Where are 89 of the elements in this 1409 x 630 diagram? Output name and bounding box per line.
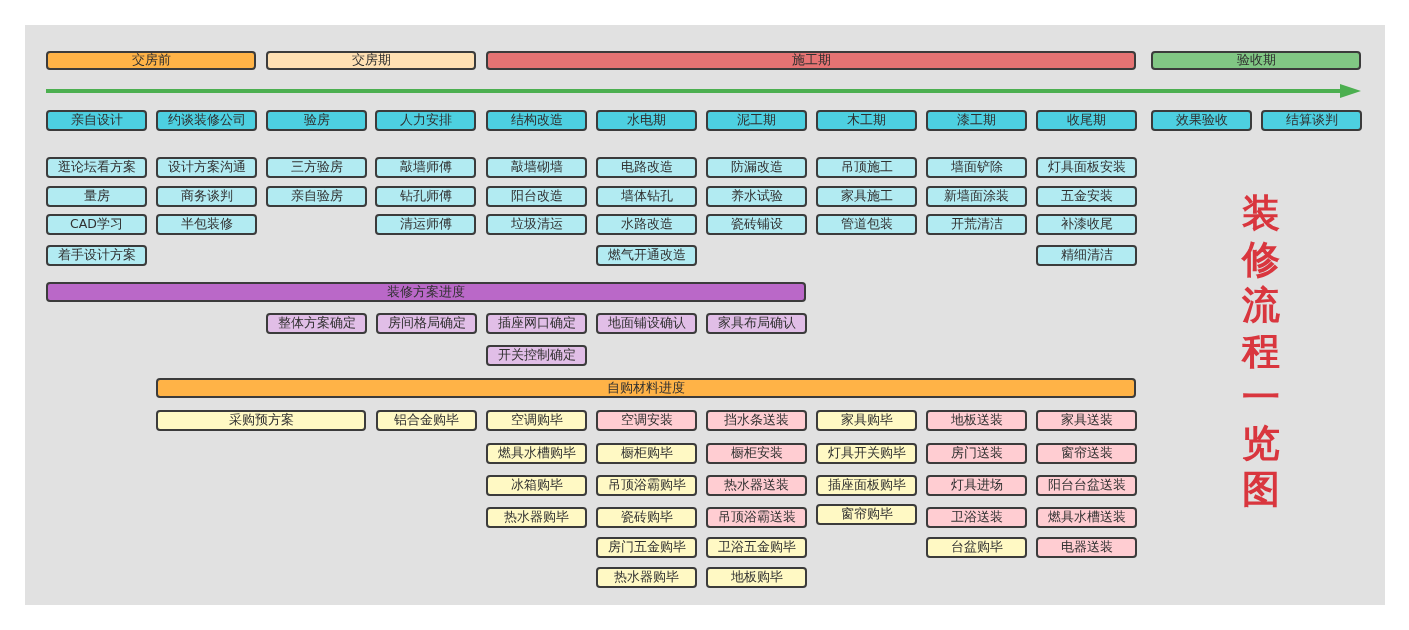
stage-box: 水电期 (596, 110, 697, 131)
stage-box: 泥工期 (706, 110, 807, 131)
delivery-box: 灯具进场 (926, 475, 1027, 496)
delivery-box: 橱柜安装 (706, 443, 807, 464)
delivery-box: 热水器送装 (706, 475, 807, 496)
delivery-box: 空调安装 (596, 410, 697, 431)
decision-box: 家具布局确认 (706, 313, 807, 334)
decision-box: 地面铺设确认 (596, 313, 697, 334)
task-box: 逛论坛看方案 (46, 157, 147, 178)
stage-box: 结构改造 (486, 110, 587, 131)
task-box: 家具施工 (816, 186, 917, 207)
phase-bar: 施工期 (486, 51, 1136, 70)
task-box: 亲自验房 (266, 186, 367, 207)
delivery-box: 燃具水槽送装 (1036, 507, 1137, 528)
phase-bar: 验收期 (1151, 51, 1361, 70)
task-box: 着手设计方案 (46, 245, 147, 266)
task-box: 精细清洁 (1036, 245, 1137, 266)
purchase-box: 台盆购毕 (926, 537, 1027, 558)
task-box: 钻孔师傅 (375, 186, 476, 207)
purchase-box: 吊顶浴霸购毕 (596, 475, 697, 496)
task-box: 量房 (46, 186, 147, 207)
purchase-box: 铝合金购毕 (376, 410, 477, 431)
task-box: 灯具面板安装 (1036, 157, 1137, 178)
delivery-box: 家具送装 (1036, 410, 1137, 431)
task-box: 半包装修 (156, 214, 257, 235)
task-box: 敲墙砌墙 (486, 157, 587, 178)
purchase-box: 地板购毕 (706, 567, 807, 588)
decision-box: 插座网口确定 (486, 313, 587, 334)
stage-box: 结算谈判 (1261, 110, 1362, 131)
stage-box: 亲自设计 (46, 110, 147, 131)
decision-box: 房间格局确定 (376, 313, 477, 334)
title: 装修流程一览图 (1240, 190, 1281, 512)
task-box: 墙面铲除 (926, 157, 1027, 178)
progress-bar: 装修方案进度 (46, 282, 806, 302)
purchase-box: 瓷砖购毕 (596, 507, 697, 528)
decision-box: 开关控制确定 (486, 345, 587, 366)
delivery-box: 卫浴送装 (926, 507, 1027, 528)
stage-box: 约谈装修公司 (156, 110, 257, 131)
task-box: CAD学习 (46, 214, 147, 235)
purchase-box: 冰箱购毕 (486, 475, 587, 496)
purchase-box: 热水器购毕 (486, 507, 587, 528)
task-box: 燃气开通改造 (596, 245, 697, 266)
delivery-box: 地板送装 (926, 410, 1027, 431)
phase-bar: 交房期 (266, 51, 476, 70)
decision-box: 整体方案确定 (266, 313, 367, 334)
stage-box: 效果验收 (1151, 110, 1252, 131)
purchase-box: 灯具开关购毕 (816, 443, 917, 464)
stage-box: 验房 (266, 110, 367, 131)
purchase-box: 房门五金购毕 (596, 537, 697, 558)
task-box: 清运师傅 (375, 214, 476, 235)
task-box: 垃圾清运 (486, 214, 587, 235)
task-box: 墙体钻孔 (596, 186, 697, 207)
task-box: 三方验房 (266, 157, 367, 178)
purchase-box: 热水器购毕 (596, 567, 697, 588)
task-box: 设计方案沟通 (156, 157, 257, 178)
purchase-box: 窗帘购毕 (816, 504, 917, 525)
stage-box: 收尾期 (1036, 110, 1137, 131)
phase-bar: 交房前 (46, 51, 256, 70)
delivery-box: 吊顶浴霸送装 (706, 507, 807, 528)
task-box: 商务谈判 (156, 186, 257, 207)
task-box: 阳台改造 (486, 186, 587, 207)
purchase-box: 插座面板购毕 (816, 475, 917, 496)
task-box: 防漏改造 (706, 157, 807, 178)
purchase-box: 家具购毕 (816, 410, 917, 431)
purchase-box: 燃具水槽购毕 (486, 443, 587, 464)
task-box: 管道包装 (816, 214, 917, 235)
stage-box: 木工期 (816, 110, 917, 131)
task-box: 开荒清洁 (926, 214, 1027, 235)
purchase-box: 卫浴五金购毕 (706, 537, 807, 558)
delivery-box: 阳台台盆送装 (1036, 475, 1137, 496)
task-box: 补漆收尾 (1036, 214, 1137, 235)
task-box: 水路改造 (596, 214, 697, 235)
progress-bar: 自购材料进度 (156, 378, 1136, 398)
task-box: 瓷砖铺设 (706, 214, 807, 235)
task-box: 新墙面涂装 (926, 186, 1027, 207)
task-box: 敲墙师傅 (375, 157, 476, 178)
purchase-box: 空调购毕 (486, 410, 587, 431)
delivery-box: 房门送装 (926, 443, 1027, 464)
task-box: 电路改造 (596, 157, 697, 178)
task-box: 养水试验 (706, 186, 807, 207)
purchase-box: 采购预方案 (156, 410, 366, 431)
task-box: 五金安装 (1036, 186, 1137, 207)
delivery-box: 电器送装 (1036, 537, 1137, 558)
stage-box: 漆工期 (926, 110, 1027, 131)
purchase-box: 橱柜购毕 (596, 443, 697, 464)
task-box: 吊顶施工 (816, 157, 917, 178)
stage-box: 人力安排 (375, 110, 476, 131)
delivery-box: 窗帘送装 (1036, 443, 1137, 464)
delivery-box: 挡水条送装 (706, 410, 807, 431)
